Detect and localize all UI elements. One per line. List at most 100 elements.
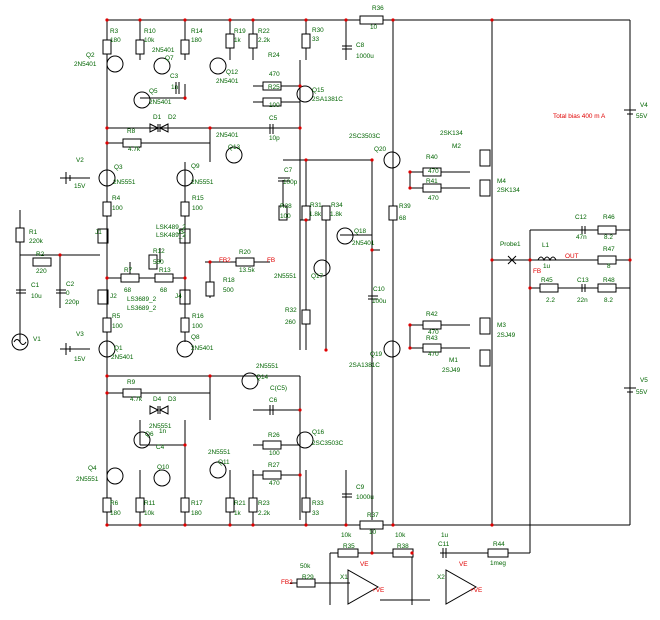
- component-label: 180: [110, 510, 121, 517]
- component-label: 10k: [341, 532, 352, 539]
- component-label: 55V: [636, 113, 648, 120]
- component-label: 100: [280, 213, 291, 220]
- component-label: 33: [312, 510, 320, 517]
- component-label: 100: [112, 323, 123, 330]
- component-label: 2.2: [546, 297, 555, 304]
- component-label: R47: [603, 246, 615, 253]
- sources: [11, 109, 636, 393]
- component-label: R4: [112, 195, 121, 202]
- component-label: 220k: [29, 238, 44, 245]
- component-label: Q14: [256, 374, 269, 381]
- component-label: 2N5401: [191, 345, 214, 352]
- diodes: [149, 123, 169, 415]
- component-label: 100: [192, 205, 203, 212]
- component-label: 1k: [234, 37, 242, 44]
- component-label: R16: [192, 313, 204, 320]
- component-label: 2SC3503C: [349, 133, 381, 140]
- component-label: R26: [268, 432, 280, 439]
- component-label: 1.8k: [330, 211, 343, 218]
- component-label: L1: [542, 242, 550, 249]
- inductor: [537, 256, 557, 262]
- component-label: 1n: [159, 428, 167, 435]
- component-label: FB: [267, 257, 275, 264]
- component-label: M3: [497, 322, 506, 329]
- component-label: LSK489_2: [156, 224, 186, 231]
- component-label: R2: [36, 251, 45, 258]
- component-label: 8: [607, 263, 611, 270]
- component-label: 100u: [372, 298, 387, 305]
- component-label: Q8: [191, 334, 200, 341]
- component-label: X1: [340, 574, 348, 581]
- component-label: 220: [36, 268, 47, 275]
- component-label: 8.2: [604, 297, 613, 304]
- component-label: 68: [399, 215, 407, 222]
- component-label: R21: [234, 500, 246, 507]
- component-label: Probe1: [500, 241, 521, 248]
- component-label: 470: [428, 195, 439, 202]
- transistors: [97, 55, 491, 487]
- component-label: X2: [437, 574, 445, 581]
- component-label: R17: [191, 500, 203, 507]
- component-label: 2.2k: [258, 510, 271, 517]
- component-label: 13.5k: [239, 267, 255, 274]
- component-label: 1k: [234, 510, 242, 517]
- component-label: R10: [144, 28, 156, 35]
- component-label: R31: [310, 202, 322, 209]
- component-label: R28: [280, 203, 292, 210]
- component-label: 180: [191, 510, 202, 517]
- component-label: C11: [438, 541, 450, 548]
- component-label: 470: [428, 168, 439, 175]
- component-label: 2SJ49: [497, 332, 516, 339]
- component-label: 100: [112, 205, 123, 212]
- component-label: C(C5): [270, 385, 287, 392]
- component-label: R48: [603, 277, 615, 284]
- component-label: R11: [144, 500, 156, 507]
- component-label: 180: [191, 37, 202, 44]
- component-label: R40: [426, 154, 438, 161]
- component-label: 2SC3503C: [312, 440, 344, 447]
- component-label: Q18: [354, 228, 367, 235]
- component-label: 180: [110, 37, 121, 44]
- component-label: 100: [192, 323, 203, 330]
- component-label: 10k: [395, 532, 406, 539]
- component-label: +VE: [372, 587, 384, 594]
- component-label: 2N5551: [256, 363, 279, 370]
- component-label: C10: [373, 286, 385, 293]
- component-label: 500: [223, 287, 234, 294]
- component-label: R18: [223, 277, 235, 284]
- component-label: R24: [268, 52, 280, 59]
- capacitors: [16, 45, 586, 558]
- component-label: R19: [234, 28, 246, 35]
- component-label: V1: [33, 336, 41, 343]
- component-label: R43: [426, 335, 438, 342]
- component-label: Q20: [374, 146, 387, 153]
- component-label: 10k: [144, 37, 155, 44]
- component-label: VE: [360, 561, 369, 568]
- component-label: R36: [372, 5, 384, 12]
- component-label: 2N5401: [74, 61, 97, 68]
- component-label: V5: [640, 377, 648, 384]
- component-label: Q16: [312, 429, 325, 436]
- component-label: 50k: [300, 563, 311, 570]
- component-label: Q6: [145, 431, 154, 438]
- component-label: C1: [31, 282, 40, 289]
- component-label: D1: [153, 114, 162, 121]
- junction-dots: [58, 18, 632, 555]
- component-label: Q19: [370, 351, 383, 358]
- component-label: R30: [312, 27, 324, 34]
- component-label: Q2: [86, 52, 95, 59]
- component-label: FB: [533, 268, 541, 275]
- component-label: 10k: [144, 510, 155, 517]
- component-label: 2N5401: [111, 354, 134, 361]
- component-label: 2N5551: [113, 179, 136, 186]
- component-label: 8.2: [604, 234, 613, 241]
- component-label: FB2: [281, 579, 293, 586]
- component-label: R41: [426, 178, 438, 185]
- component-label: C12: [575, 214, 587, 221]
- component-label: R34: [331, 202, 343, 209]
- component-label: Q3: [114, 164, 123, 171]
- resistors: [15, 15, 617, 588]
- component-label: Q1: [114, 345, 123, 352]
- component-label: 2SK134: [440, 130, 463, 137]
- component-label: 2N5551: [76, 476, 99, 483]
